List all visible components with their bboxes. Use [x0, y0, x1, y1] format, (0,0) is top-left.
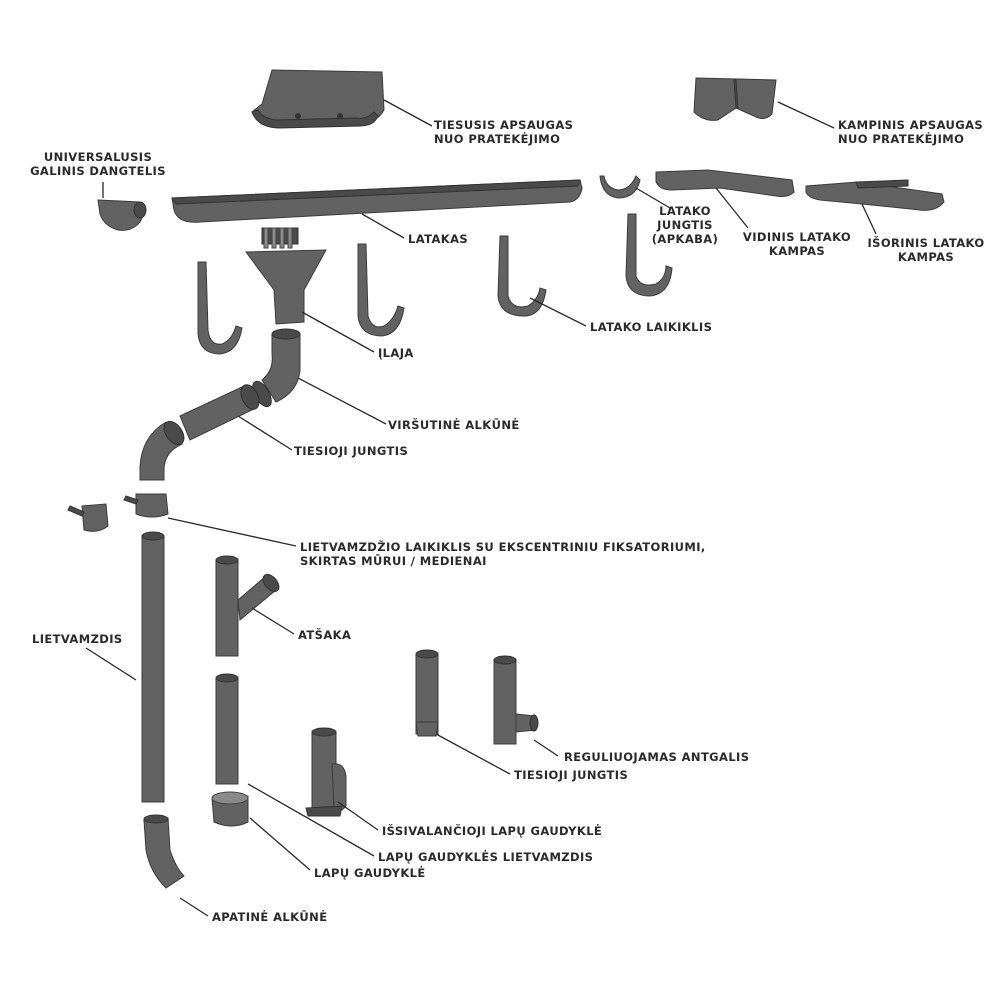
straight-connector-top-part — [179, 384, 260, 441]
lower-elbow-part — [143, 814, 185, 889]
outer-corner-part — [805, 179, 945, 211]
label-straight-connector-top: TIESIOJI JUNGTIS — [294, 444, 409, 458]
label-straight-connector-bottom: TIESIOJI JUNGTIS — [514, 768, 629, 782]
label-straight-guard-line-2: NUO PRATEKĖJIMO — [434, 132, 561, 146]
label-inner-corner: VIDINIS LATAKO KAMPAS — [732, 230, 862, 258]
label-lower-elbow: APATINĖ ALKŪNĖ — [212, 910, 328, 924]
label-adjustable-nozzle: REGULIUOJAMAS ANTGALIS — [564, 750, 750, 764]
label-gutter-joint-line-1: LATAKO — [659, 204, 711, 218]
label-outer-corner: IŠORINIS LATAKO KAMPAS — [862, 236, 990, 264]
label-end-cap-line-2: GALINIS DANGTELIS — [30, 164, 166, 178]
gutter-joint-part — [599, 175, 641, 199]
label-straight-guard: TIESUSIS APSAUGAS NUO PRATEKĖJIMO — [434, 118, 573, 146]
label-inner-corner-line-1: VIDINIS LATAKO — [742, 230, 852, 244]
label-pipe-clip-line-2: SKIRTAS MŪRUI / MEDIENAI — [300, 554, 487, 568]
inner-corner-part — [655, 169, 795, 197]
outlet-part — [245, 227, 327, 325]
label-gutter: LATAKAS — [408, 232, 469, 246]
gutter-part — [171, 179, 583, 223]
label-branch: ATŠAKA — [298, 628, 352, 642]
label-corner-guard-line-2: NUO PRATEKĖJIMO — [838, 132, 965, 146]
label-downpipe: LIETVAMZDIS — [32, 632, 123, 646]
label-gutter-bracket: LATAKO LAIKIKLIS — [590, 320, 713, 334]
label-corner-guard-line-1: KAMPINIS APSAUGAS — [838, 118, 984, 132]
label-gutter-joint: LATAKO JUNGTIS (APKABA) — [640, 204, 730, 246]
leaf-catcher-part — [211, 791, 249, 827]
label-upper-elbow: VIRŠUTINĖ ALKŪNĖ — [388, 418, 520, 432]
label-leaf-catcher-pipe: LAPŲ GAUDYKLĖS LIETVAMZDIS — [378, 850, 594, 864]
label-straight-guard-line-1: TIESUSIS APSAUGAS — [434, 118, 574, 132]
leader-lines — [85, 99, 877, 917]
label-outlet: ĮLAJA — [378, 346, 414, 360]
pipe-clip-parts — [67, 493, 169, 532]
label-end-cap-line-1: UNIVERSALUSIS — [43, 150, 153, 164]
self-cleaning-leaf-catcher-part — [305, 727, 347, 817]
label-outer-corner-line-1: IŠORINIS LATAKO — [867, 236, 985, 250]
straight-connector-bottom-part — [415, 649, 439, 737]
upper-elbow-part — [252, 328, 301, 408]
straight-guard-part — [251, 69, 385, 129]
end-cap-part — [97, 199, 147, 231]
label-pipe-clip-line-1: LIETVAMZDŽIO LAIKIKLIS SU EKSCENTRINIU F… — [300, 540, 706, 554]
middle-elbow-part — [139, 420, 185, 481]
gutter-bracket-parts — [197, 213, 673, 355]
label-outer-corner-line-2: KAMPAS — [897, 250, 955, 264]
label-pipe-clip: LIETVAMZDŽIO LAIKIKLIS SU EKSCENTRINIU F… — [300, 540, 706, 568]
label-gutter-joint-line-3: (APKABA) — [651, 232, 719, 246]
label-gutter-joint-line-2: JUNGTIS — [657, 218, 713, 232]
downpipe-part — [141, 531, 165, 803]
label-end-cap: UNIVERSALUSIS GALINIS DANGTELIS — [8, 150, 188, 178]
leaf-catcher-pipe-part — [215, 673, 239, 785]
label-self-cleaning-leaf-catcher: IŠSIVALANČIOJI LAPŲ GAUDYKLĖ — [382, 824, 603, 838]
label-inner-corner-line-2: KAMPAS — [768, 244, 826, 258]
label-corner-guard: KAMPINIS APSAUGAS NUO PRATEKĖJIMO — [838, 118, 983, 146]
branch-part — [215, 555, 280, 657]
corner-guard-part — [693, 77, 777, 121]
label-leaf-catcher: LAPŲ GAUDYKLĖ — [314, 866, 426, 880]
adjustable-nozzle-part — [493, 655, 539, 745]
